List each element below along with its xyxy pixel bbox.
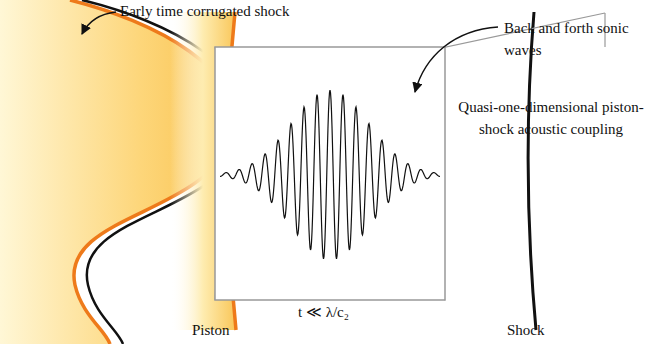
shock-line bbox=[528, 12, 536, 330]
wave-label: Back and forth sonic waves bbox=[504, 17, 644, 61]
wave-packet bbox=[220, 90, 440, 259]
leader-arrow bbox=[82, 12, 116, 34]
piston-label: Piston bbox=[192, 322, 230, 339]
coupling-label: Quasi-one-dimensional piston-shock acous… bbox=[455, 96, 647, 140]
leader-arrow bbox=[415, 27, 498, 92]
time-scale: t ≪ λ/c₂ bbox=[298, 304, 349, 321]
shock-label: Early time corrugated shock bbox=[120, 3, 290, 20]
shock-label: Shock bbox=[507, 322, 545, 339]
inset-box bbox=[215, 47, 445, 300]
